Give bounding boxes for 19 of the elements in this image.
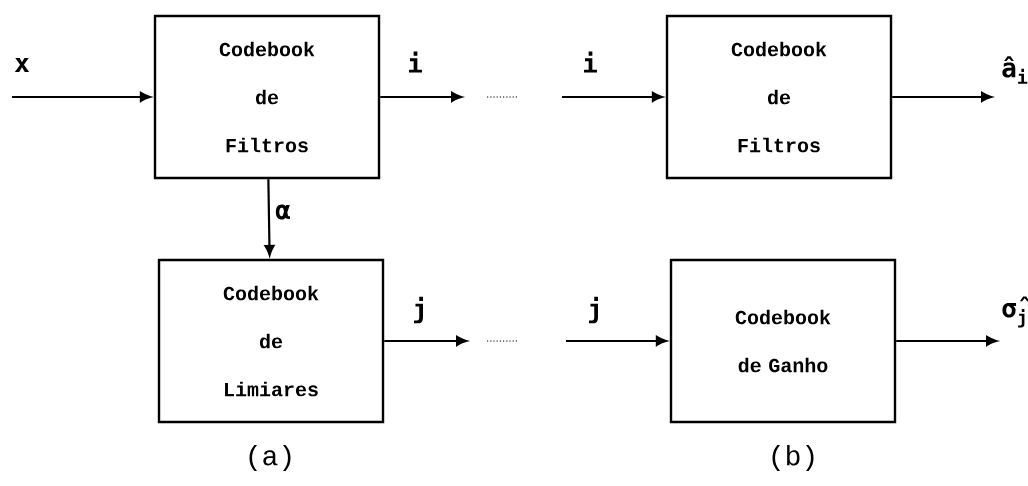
arrow bbox=[892, 91, 993, 103]
edge-label: α bbox=[273, 202, 293, 222]
codebook-box: Codebook de Filtros bbox=[665, 14, 893, 180]
edge-label: j bbox=[585, 294, 605, 326]
edge-label: i bbox=[405, 49, 425, 75]
arrow bbox=[562, 91, 663, 103]
edge-label: x bbox=[12, 55, 32, 75]
codebook-box: Codebook de Filtros bbox=[153, 14, 381, 180]
arrow bbox=[566, 335, 667, 347]
edge-label: i bbox=[580, 49, 600, 75]
codebook-box: Codebook de Ganho bbox=[669, 258, 897, 424]
codebook-box: Codebook de Limiares bbox=[157, 258, 385, 424]
edge-label: j bbox=[410, 294, 430, 326]
arrow bbox=[12, 91, 151, 103]
arrow bbox=[896, 335, 998, 347]
arrow bbox=[384, 335, 468, 347]
arrow bbox=[264, 179, 275, 256]
arrow bbox=[380, 91, 463, 103]
edge-label: â$_{i}$ bbox=[999, 54, 1028, 86]
